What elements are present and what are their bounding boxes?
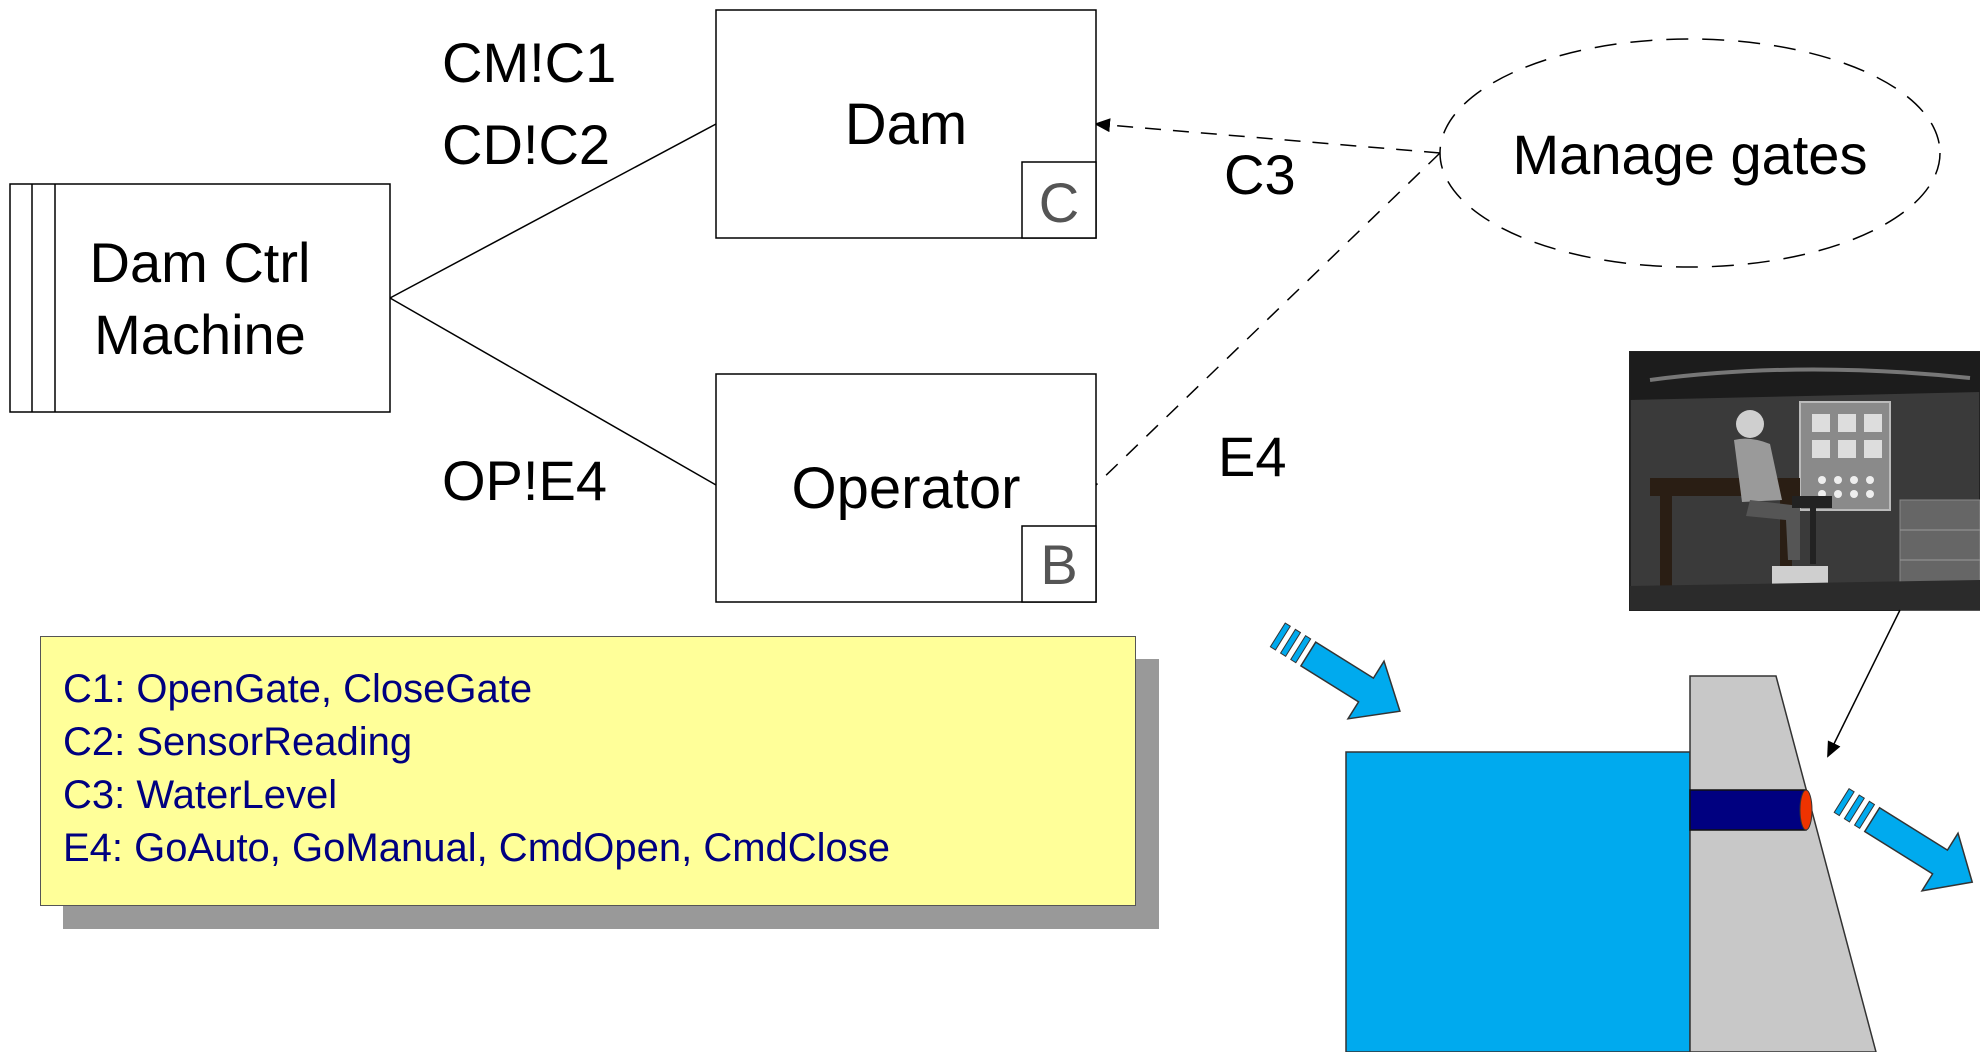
operator-domain: Operator B: [715, 373, 1097, 603]
machine-label-line1: Dam Ctrl: [90, 231, 311, 294]
legend-item-e4: E4: GoAuto, GoManual, CmdOpen, CmdClose: [63, 826, 891, 870]
outflow-arrow: [1833, 787, 1974, 892]
reference-requirement-operator: [1095, 152, 1441, 486]
interface-label-cm-c1: CM!C1: [442, 31, 616, 94]
operator-photo: [1629, 351, 1980, 611]
reservoir-water: [1345, 751, 1691, 1052]
interface-label-e4: E4: [1218, 425, 1287, 488]
interface-label-op-e4: OP!E4: [442, 449, 607, 512]
inflow-arrow: [1269, 622, 1401, 720]
operator-badge: B: [1040, 533, 1077, 596]
dam-domain: Dam C: [715, 9, 1097, 239]
legend-item-c1: C1: OpenGate, CloseGate: [63, 667, 533, 711]
legend-box: C1: OpenGate, CloseGate C2: SensorReadin…: [40, 636, 1136, 906]
dam-wall: [1689, 675, 1877, 1052]
machine-label-line2: Machine: [94, 303, 306, 366]
operator-label: Operator: [792, 456, 1021, 521]
dam-label: Dam: [845, 92, 967, 157]
requirement-ellipse: Manage gates: [1439, 38, 1941, 268]
photo-pointer: [1827, 609, 1901, 758]
dam-badge: C: [1039, 171, 1079, 234]
interface-label-cd-c2: CD!C2: [442, 113, 610, 176]
link-machine-operator: [389, 297, 717, 486]
interface-label-c3: C3: [1224, 143, 1296, 206]
dam-illustration: [1345, 675, 1877, 1052]
requirement-label: Manage gates: [1513, 123, 1868, 186]
legend-item-c2: C2: SensorReading: [63, 720, 413, 764]
machine-domain: Dam Ctrl Machine: [9, 183, 391, 413]
outlet-valve: [1799, 789, 1813, 831]
link-machine-dam: [389, 123, 717, 299]
outlet-pipe: [1689, 789, 1807, 831]
reference-requirement-dam: [1094, 118, 1441, 154]
legend-item-c3: C3: WaterLevel: [63, 773, 338, 817]
